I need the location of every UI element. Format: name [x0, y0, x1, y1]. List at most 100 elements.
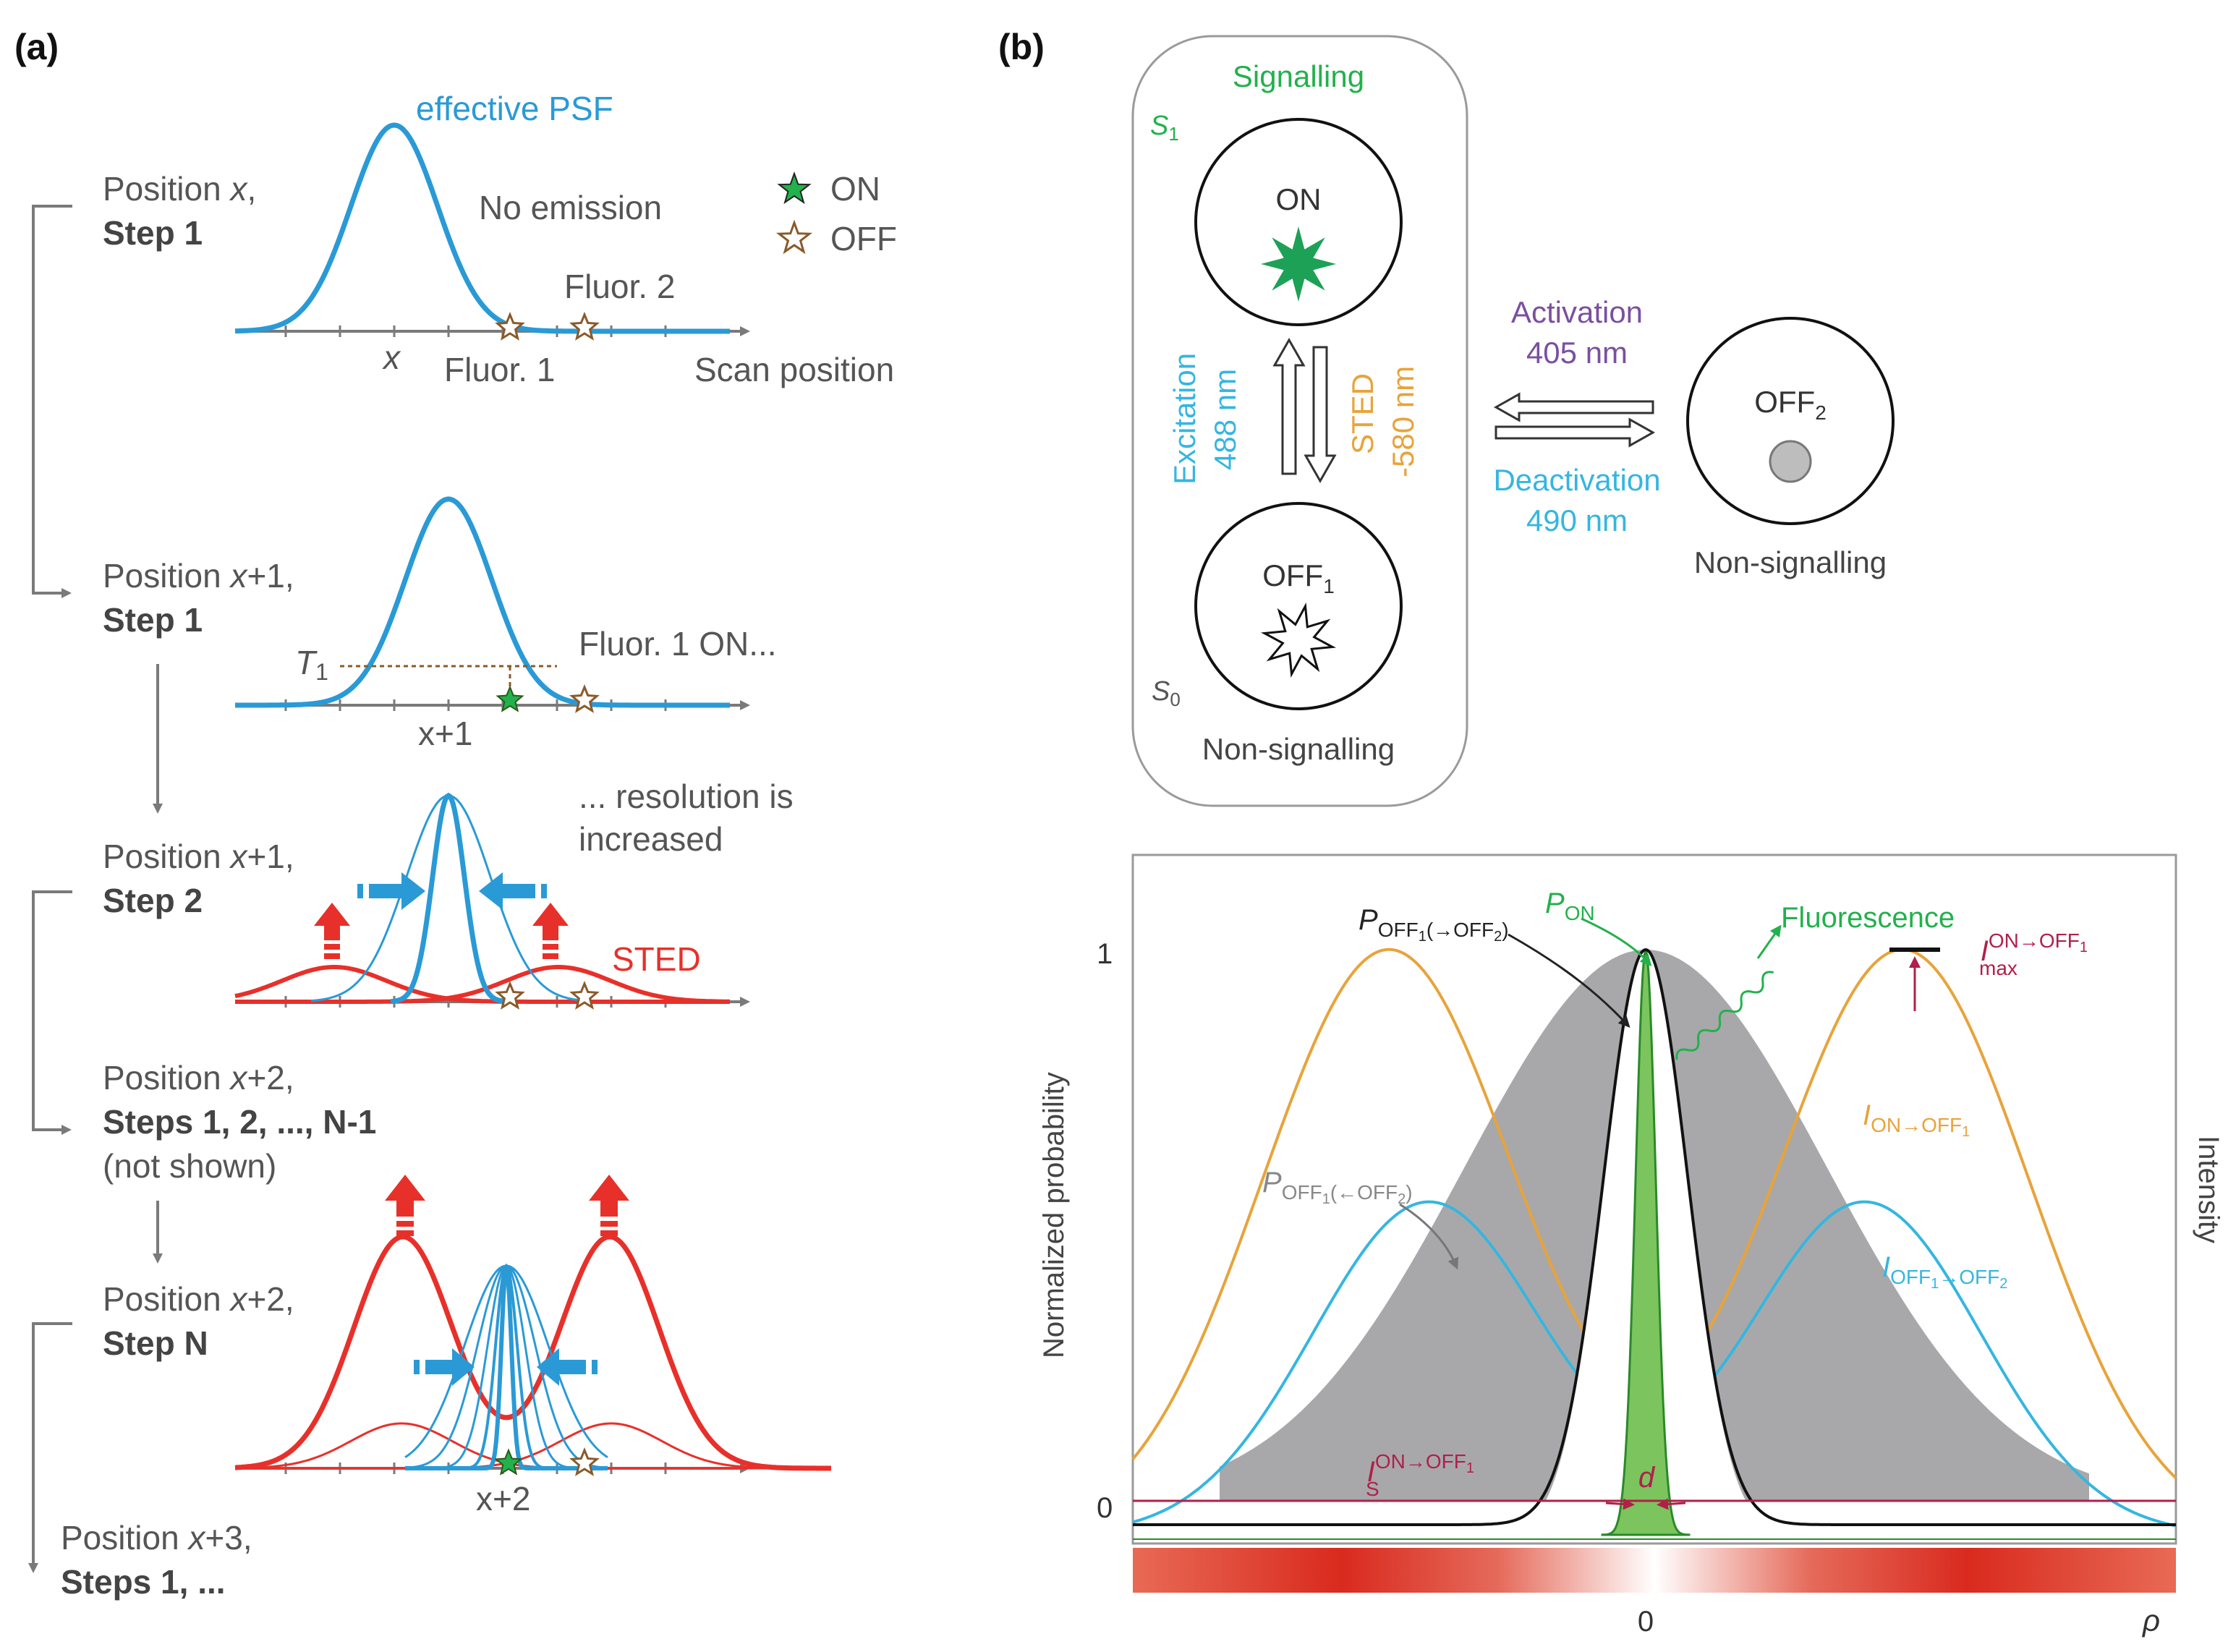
- on-state-circle: [1194, 118, 1403, 326]
- panel-b-label: (b): [998, 27, 1045, 67]
- on-star-icon: [496, 685, 524, 712]
- off1-state-circle: [1194, 502, 1403, 710]
- p-on-arrow: [1581, 917, 1652, 966]
- label-p-on: PON: [1545, 887, 1595, 924]
- non-signalling-left: Non-signalling: [1202, 732, 1395, 766]
- x-tick-0: 0: [1638, 1606, 1654, 1638]
- activation-deactivation-arrows: [1493, 392, 1656, 448]
- label-fluorescence: Fluorescence: [1781, 902, 1955, 934]
- off2-state-label: OFF2: [1754, 385, 1827, 424]
- off2-dot-icon: [1769, 440, 1812, 483]
- row1-position: Position x,: [103, 170, 256, 208]
- sted-lobe-left: [234, 965, 730, 1004]
- up-hollow-arrow-icon: [1272, 337, 1306, 475]
- fluor1-label: Fluor. 1: [444, 351, 555, 388]
- legend-on-star-icon: [777, 171, 812, 205]
- sted-lobe-right: [235, 965, 730, 1004]
- d-arrow-left: [1605, 1498, 1635, 1510]
- flow-brackets: [28, 205, 163, 1573]
- resolution-line1: ... resolution is: [579, 778, 794, 815]
- chart-marks: [1131, 948, 2177, 1540]
- row6-step: Steps 1, ...: [61, 1563, 226, 1601]
- down-hollow-arrow-icon: [1304, 346, 1337, 484]
- activation-label: Activation: [1511, 295, 1643, 329]
- signalling-label: Signalling: [1233, 59, 1364, 93]
- non-signalling-right: Non-signalling: [1694, 545, 1887, 579]
- psf-curve-x1: [235, 496, 730, 708]
- sted-nm-label: -580 nm: [1386, 366, 1420, 477]
- sted-up-arrows-step2: [314, 903, 569, 959]
- row1-step: Step 1: [103, 214, 203, 252]
- y-axis-label: Normalized probability: [1038, 1072, 1070, 1358]
- activation-nm-label: 405 nm: [1526, 336, 1628, 370]
- axis-ticks: [284, 325, 667, 1474]
- fluorophore-stars: [494, 312, 600, 1476]
- row2-step: Step 1: [103, 601, 203, 639]
- plot-frame: [1131, 853, 2177, 1545]
- tick-x-label: x: [382, 339, 401, 376]
- row2-position: Position x+1,: [103, 557, 294, 595]
- arrow-right-icon: [425, 1348, 475, 1386]
- signalling-box: [1131, 35, 1468, 807]
- psf-curves: [234, 122, 831, 1471]
- no-emission-label: No emission: [479, 189, 662, 226]
- compression-arrows-stepN: [414, 1348, 598, 1386]
- row3-position: Position x+1,: [103, 838, 294, 875]
- tick-x1-label: x+1: [418, 715, 472, 752]
- row6-position: Position x+3,: [61, 1519, 252, 1557]
- legend-off-label: OFF: [830, 220, 897, 257]
- row4-note: (not shown): [103, 1147, 276, 1185]
- sted-intensity-bar: [1133, 1548, 2176, 1593]
- arrow-left-icon: [479, 872, 535, 910]
- psf-curve-step1: [234, 122, 730, 334]
- arrow-up-icon: [314, 903, 350, 940]
- effective-psf-label: effective PSF: [416, 90, 613, 127]
- label-p-off1-to-off2: POFF1(→OFF2): [1359, 904, 1509, 945]
- off-star-icon: [495, 312, 525, 341]
- t1-label: T1: [295, 644, 328, 685]
- arrow-right-icon: [369, 872, 425, 910]
- fluorescence-arrow: [1756, 924, 1782, 959]
- psf-curve-narrow: [390, 792, 507, 1005]
- arrow-up-icon: [532, 903, 569, 940]
- d-arrow-right: [1657, 1498, 1686, 1510]
- legend-off-star-icon: [775, 219, 813, 255]
- deactivation-nm-label: 490 nm: [1526, 503, 1628, 537]
- x-axis-symbol: ρ: [2141, 1604, 2160, 1638]
- label-d: d: [1638, 1462, 1656, 1494]
- row3-step: Step 2: [103, 882, 203, 919]
- y-axis-label-right: Intensity: [2193, 1136, 2224, 1243]
- legend-on-label: ON: [830, 170, 880, 208]
- right-hollow-arrow-icon: [1494, 417, 1656, 448]
- sted-lobe-large: [234, 1234, 831, 1471]
- p-off1-arrow: [1508, 933, 1630, 1028]
- resolution-line2: increased: [579, 820, 723, 858]
- off2-state-circle: [1686, 317, 1895, 525]
- off-star-icon: [495, 981, 525, 1010]
- row5-step: Step N: [103, 1324, 208, 1362]
- y-tick-0: 0: [1097, 1492, 1113, 1524]
- panel-a-annotations: effective PSF No emission Fluor. 2 Fluor…: [295, 90, 894, 1517]
- fluor2-label: Fluor. 2: [564, 268, 675, 305]
- excitation-label: Excitation: [1168, 353, 1202, 485]
- off1-state-star-icon: [1260, 602, 1337, 678]
- sted-up-arrows-stepN: [385, 1175, 629, 1236]
- sted-label: STED: [612, 940, 701, 978]
- fluorescence-wave-icon: [1675, 971, 1774, 1060]
- p-off1-from-off2-arrow: [1399, 1203, 1459, 1270]
- on-off-legend: ON OFF: [775, 170, 897, 257]
- panel-a: (a) Position x, Step 1 Position x+1, Ste…: [14, 27, 897, 1601]
- arrow-up-icon: [385, 1175, 425, 1217]
- row4-position: Position x+2,: [103, 1059, 294, 1097]
- off-star-icon: [569, 684, 600, 713]
- arrow-left-icon: [537, 1348, 586, 1386]
- series-p-off1-to-off2: [1133, 948, 2176, 1526]
- on-state-star-icon: [1261, 226, 1336, 302]
- off1-state-label: OFF1: [1262, 558, 1335, 597]
- off-star-icon: [569, 981, 600, 1010]
- compression-arrows-step2: [357, 872, 547, 910]
- row5-position: Position x+2,: [103, 1280, 294, 1318]
